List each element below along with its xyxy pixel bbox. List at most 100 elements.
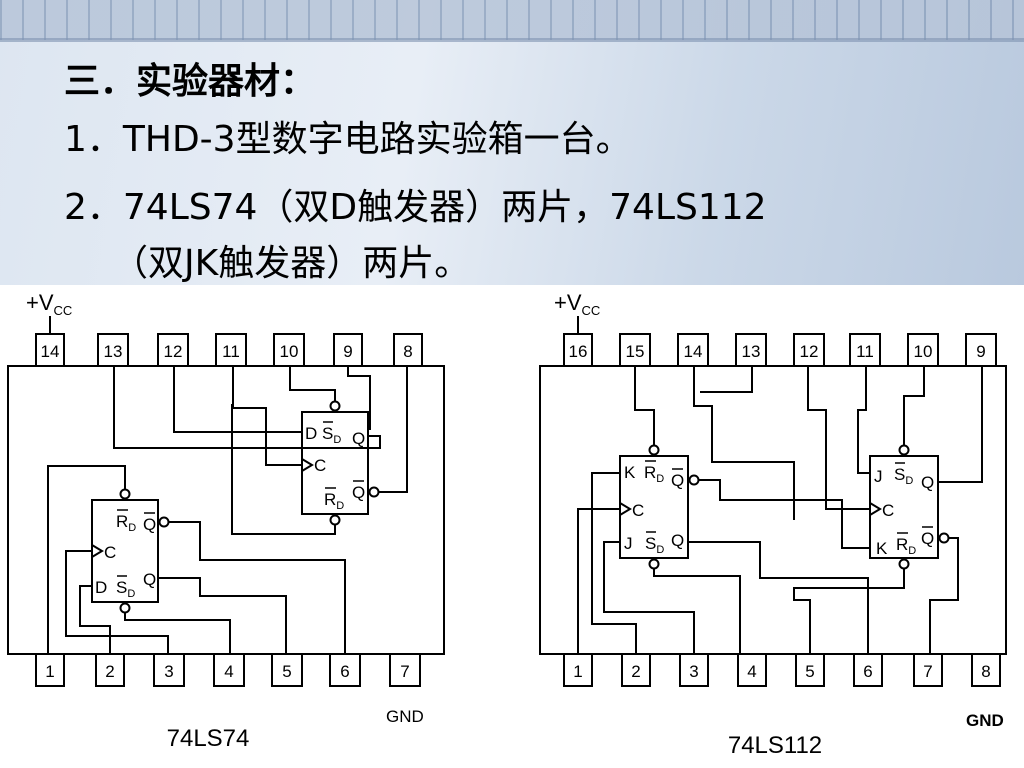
ff-label-qbar: Q [143,515,156,534]
pin-10: 10 [914,342,933,361]
equipment-item-1: 1．THD-3型数字电路实验箱一台。 [64,119,632,160]
ff-label-qbar: Q [352,483,365,502]
ff-label-q: Q [671,531,684,550]
ff-label-c: C [632,501,644,520]
pin-13: 13 [104,342,123,361]
pin-14: 14 [41,342,60,361]
svg-text:+VCC: +VCC [26,290,72,318]
ff-label-d: D [305,424,317,443]
section-heading: 三．实验器材： [64,61,317,102]
ff-label-r-sub: D [908,545,916,557]
ff-label-j: J [874,467,883,486]
pin-6: 6 [340,662,349,681]
ff-label-r: R [116,512,128,531]
equipment-item-2-line-1: 2．74LS74（双D触发器）两片，74LS112 [64,187,767,228]
pin-12: 12 [164,342,183,361]
pin-7: 7 [400,662,409,681]
pin-2: 2 [631,662,640,681]
decorative-stripe [0,0,1024,40]
ff-label-s: S [322,424,333,443]
pin-4: 4 [224,662,233,681]
pin-4: 4 [747,662,756,681]
ff-label-s: S [894,465,905,484]
ff-label-c: C [314,456,326,475]
ff-pin-labels: D SD Q C Q RD RD Q C D SD Q K RD Q C J S… [95,424,934,600]
pin-numbers: 14 13 12 11 10 9 8 1 2 3 4 5 6 7 16 15 1… [41,342,991,681]
vcc-subscript: CC [582,303,601,318]
gnd-label: GND [966,711,1004,730]
pin-boxes [35,333,1001,687]
gnd-label: GND [386,707,424,726]
ff-label-r-sub: D [336,500,344,512]
vcc-label: +V [554,290,582,315]
svg-text:RD: RD [644,463,664,485]
svg-text:RD: RD [324,490,344,512]
ff-label-r: R [324,490,336,509]
chip-name-74ls74: 74LS74 [167,725,250,752]
pin-15: 15 [626,342,645,361]
ff-label-s-sub: D [656,544,664,556]
pin-8: 8 [403,342,412,361]
pin-12: 12 [800,342,819,361]
overbars [117,421,933,577]
ff-left-box [619,455,689,559]
ff-label-d: D [95,578,107,597]
ff-label-j: J [624,534,633,553]
pin-2: 2 [105,662,114,681]
ff-label-s-sub: D [905,475,913,487]
ff-label-q: Q [143,570,156,589]
svg-text:SD: SD [645,534,664,556]
pin-3: 3 [689,662,698,681]
pin-1: 1 [573,662,582,681]
wires [7,316,1007,655]
pin-16: 16 [569,342,588,361]
ff-label-k: K [876,539,888,558]
ff-label-s: S [645,534,656,553]
ic-pinout-diagrams: 14 13 12 11 10 9 8 1 2 3 4 5 6 7 16 15 1… [7,290,1007,759]
ff-label-s: S [116,578,127,597]
ff-label-qbar: Q [671,471,684,490]
vcc-subscript: CC [54,303,73,318]
ff-label-k: K [624,463,636,482]
svg-text:+VCC: +VCC [554,290,600,318]
ff-label-q: Q [921,473,934,492]
svg-text:RD: RD [116,512,136,534]
ff-label-r-sub: D [656,473,664,485]
ff-label-q: Q [352,429,365,448]
pin-5: 5 [805,662,814,681]
ff-label-s-sub: D [127,588,135,600]
pin-9: 9 [343,342,352,361]
pin-11: 11 [222,342,240,361]
pin-10: 10 [280,342,299,361]
pin-8: 8 [981,662,990,681]
svg-text:SD: SD [894,465,913,487]
ff-label-c: C [882,501,894,520]
chip-labels: +VCC +VCC GND GND 74LS74 74LS112 [26,290,1004,759]
svg-text:SD: SD [116,578,135,600]
ff-label-r: R [644,463,656,482]
chip-name-74ls112: 74LS112 [728,732,822,759]
ff-label-r: R [896,535,908,554]
ff-upper-box [301,411,369,515]
ff-label-c: C [104,543,116,562]
pin-1: 1 [45,662,54,681]
chip-74ls112-body [539,365,1007,655]
pin-7: 7 [923,662,932,681]
ff-label-s-sub: D [333,434,341,446]
title-banner [0,0,1024,285]
pin-14: 14 [684,342,703,361]
equipment-item-2-line-2: （双JK触发器）两片。 [112,243,471,284]
ff-right-box [869,455,939,559]
ff-label-r-sub: D [128,522,136,534]
chip-74ls74-body [7,365,445,655]
svg-text:SD: SD [322,424,341,446]
pin-11: 11 [856,342,874,361]
vcc-label: +V [26,290,54,315]
svg-text:RD: RD [896,535,916,557]
pin-13: 13 [742,342,761,361]
pin-6: 6 [863,662,872,681]
pin-9: 9 [976,342,985,361]
decorative-stripe-edge [0,38,1024,42]
pin-5: 5 [282,662,291,681]
ff-label-qbar: Q [921,529,934,548]
